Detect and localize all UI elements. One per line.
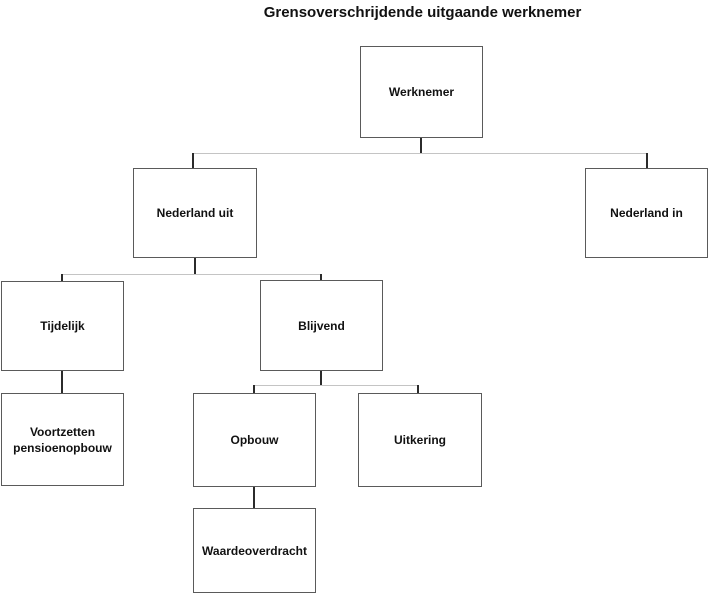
diagram-title: Grensoverschrijdende uitgaande werknemer (263, 4, 582, 21)
node-werknemer-label: Werknemer (388, 85, 455, 99)
connector-werknemer-down (420, 138, 422, 153)
node-nederland-uit: Nederland uit (133, 168, 257, 258)
node-tijdelijk: Tijdelijk (1, 281, 124, 371)
connector-nederland-uit-down (194, 258, 196, 274)
node-waardeoverdracht: Waardeoverdracht (193, 508, 316, 593)
node-waardeoverdracht-label: Waardeoverdracht (202, 543, 307, 558)
connector-to-uitkering (417, 385, 419, 393)
connector-to-tijdelijk (61, 274, 63, 281)
node-nederland-uit-label: Nederland uit (156, 206, 234, 220)
connector-opbouw-waardeoverdracht (253, 487, 255, 508)
connector-to-blijvend (320, 274, 322, 280)
node-blijvend: Blijvend (260, 280, 383, 371)
node-nederland-in-label: Nederland in (610, 206, 683, 220)
node-blijvend-label: Blijvend (298, 318, 345, 333)
connector-to-opbouw (253, 385, 255, 393)
connector-level3-horizontal (62, 274, 322, 275)
connector-blijvend-down (320, 371, 322, 385)
node-uitkering-label: Uitkering (393, 433, 446, 447)
node-voortzetten-pensioenopbouw: Voortzetten pensioenopbouw (1, 393, 124, 486)
connector-level2-horizontal (193, 153, 648, 154)
node-werknemer: Werknemer (360, 46, 483, 138)
connector-level4-horizontal (254, 385, 418, 386)
node-tijdelijk-label: Tijdelijk (40, 319, 85, 333)
node-uitkering: Uitkering (358, 393, 482, 487)
node-nederland-in: Nederland in (585, 168, 708, 258)
node-opbouw: Opbouw (193, 393, 316, 487)
connector-to-nederland-uit (192, 153, 194, 168)
node-voortzetten-pensioenopbouw-label: Voortzetten pensioenopbouw (13, 424, 112, 455)
connector-to-nederland-in (646, 153, 648, 168)
node-opbouw-label: Opbouw (230, 433, 279, 447)
connector-tijdelijk-voortzetten (61, 371, 63, 393)
